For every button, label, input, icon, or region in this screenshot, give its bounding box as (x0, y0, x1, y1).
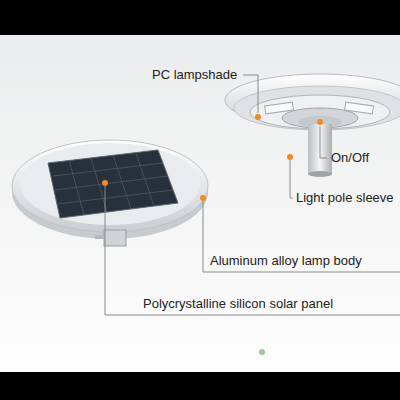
small-mark (259, 349, 265, 355)
top-bar (0, 0, 400, 35)
part-label: PC lampshade (152, 67, 237, 82)
part-label: Aluminum alloy lamp body (210, 253, 362, 268)
lamp-underside (225, 74, 400, 177)
callout-dots (102, 114, 323, 201)
lamp-solar-top (12, 140, 208, 246)
bottom-bar (0, 372, 400, 400)
part-label: Polycrystalline silicon solar panel (143, 296, 333, 311)
part-label: Light pole sleeve (296, 190, 394, 205)
leader-lines (105, 75, 400, 315)
part-label: On/Off (331, 150, 369, 165)
